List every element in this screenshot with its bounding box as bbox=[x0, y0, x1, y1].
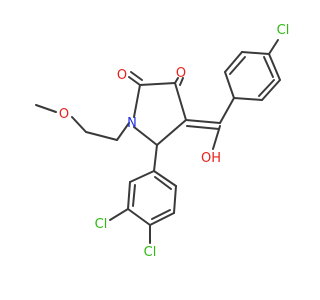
bond-n-ch2 bbox=[116, 122, 130, 141]
bond-ar2-d-inner bbox=[151, 209, 171, 220]
carbonyl-oxygen-c2: O bbox=[117, 68, 127, 83]
bond-c3-o bbox=[174, 77, 179, 84]
bond-ar1-a bbox=[224, 71, 235, 99]
bond-ar1-d bbox=[268, 53, 281, 81]
bond-ar1-b bbox=[224, 51, 243, 73]
bond-c3-c4 bbox=[174, 82, 187, 121]
bond-c4-c5 bbox=[156, 119, 187, 146]
chlorine-meta-label: Cl bbox=[95, 217, 108, 232]
chlorine-para-label: Cl bbox=[277, 23, 290, 38]
bond-ar1-f bbox=[233, 97, 263, 101]
bond-ch2-o bbox=[71, 116, 87, 133]
methoxy-oxygen: O bbox=[59, 107, 69, 122]
bond-c4-exo-double bbox=[186, 125, 220, 130]
bond-o-ch3 bbox=[35, 104, 57, 113]
bond-ar1-e-inner bbox=[258, 79, 275, 97]
bond-ar2-f bbox=[153, 170, 177, 187]
bond-ar1-b-inner bbox=[229, 56, 246, 75]
bond-exo-aryl bbox=[219, 97, 235, 124]
bond-c3-o-double bbox=[179, 77, 184, 86]
molecule-canvas: O O Cl O N OH Cl Cl bbox=[35, 23, 289, 260]
hydroxyl-group: OH bbox=[201, 151, 221, 166]
bond-ar1-c bbox=[241, 51, 270, 55]
bond-ar2-b bbox=[127, 181, 131, 210]
bond-ar2-f-inner bbox=[154, 176, 172, 190]
bond-exo-oh bbox=[212, 125, 221, 150]
atom-labels: O O Cl O N OH Cl Cl bbox=[59, 23, 289, 260]
bond-c2-c3 bbox=[139, 82, 176, 86]
bond-c2-o bbox=[128, 76, 141, 86]
bond-c4-exo bbox=[185, 119, 221, 124]
bond-ar2-e bbox=[173, 185, 177, 214]
carbonyl-oxygen-c3: O bbox=[176, 66, 186, 81]
bond-ar1-d-inner bbox=[263, 56, 274, 78]
bond-ar1-e bbox=[261, 79, 281, 101]
bond-ar2-d bbox=[149, 212, 175, 226]
bond-c5-aryl bbox=[153, 144, 158, 172]
bond-ar2-b-inner bbox=[132, 184, 136, 207]
bond-ar2-cl3 bbox=[109, 208, 129, 221]
bond-ar2-c bbox=[127, 208, 151, 226]
bond-n1-c2 bbox=[133, 84, 141, 118]
bonds bbox=[35, 39, 281, 244]
bond-c2-o-double bbox=[130, 71, 143, 81]
bond-c5-n1 bbox=[133, 126, 158, 146]
bond-ar2-a bbox=[129, 170, 155, 183]
chlorine-para2-label: Cl bbox=[144, 245, 157, 260]
ring-nitrogen: N bbox=[127, 116, 137, 131]
molecule-structure: O O Cl O N OH Cl Cl bbox=[35, 23, 289, 260]
bond-ar1-cl bbox=[268, 39, 279, 55]
bond-ch2-ch2 bbox=[85, 131, 118, 141]
